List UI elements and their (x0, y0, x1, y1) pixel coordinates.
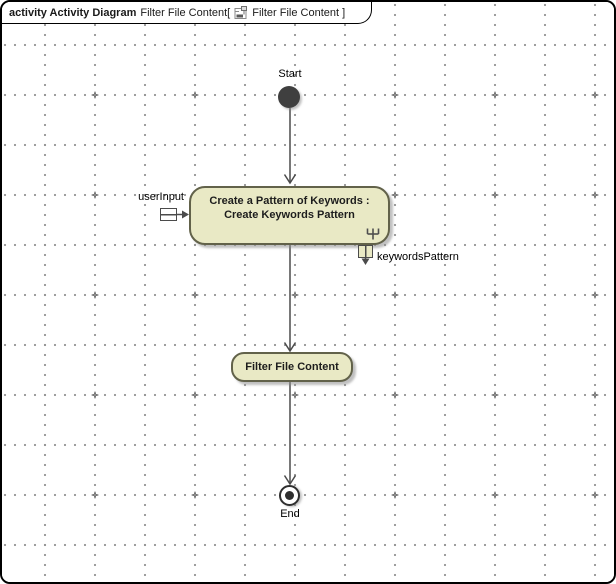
output-pin-label: keywordsPattern (377, 251, 459, 263)
action-name-line2: Create Keywords Pattern (224, 209, 355, 221)
initial-node[interactable] (278, 86, 300, 108)
final-node-dot (285, 491, 294, 500)
activity-diagram-icon (234, 5, 248, 20)
action-name: Filter File Content (245, 361, 339, 373)
start-node-label: Start (278, 68, 302, 80)
activity-final-node[interactable] (279, 485, 300, 506)
action-name-line1: Create a Pattern of Keywords : (209, 195, 370, 207)
output-pin-keywordsPattern[interactable] (358, 245, 373, 258)
action-create-keywords-pattern[interactable]: Create a Pattern of Keywords : Create Ke… (189, 186, 390, 245)
rake-icon (365, 226, 381, 240)
input-pin-label: userInput (138, 191, 184, 203)
diagram-ref-label: Filter File Content ] (252, 6, 346, 19)
end-node-label: End (280, 508, 300, 520)
action-filter-file-content[interactable]: Filter File Content (231, 352, 353, 382)
diagram-kind-label: activity Activity Diagram (9, 6, 137, 19)
input-pin-userInput[interactable] (160, 208, 177, 221)
diagram-header-tab: activity Activity Diagram Filter File Co… (2, 2, 372, 24)
diagram-name-label: Filter File Content[ (140, 6, 231, 19)
